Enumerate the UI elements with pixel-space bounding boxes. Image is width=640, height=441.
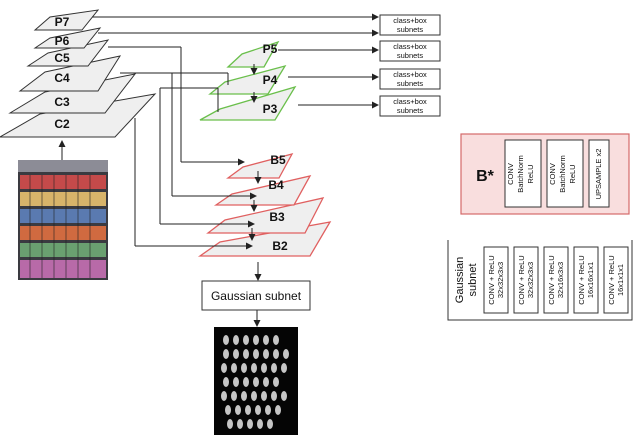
level-b2-label: B2: [272, 239, 288, 253]
level-c3: [8, 73, 137, 114]
svg-text:subnets: subnets: [397, 25, 424, 34]
bstar-layer-3: [588, 139, 610, 208]
level-p6-label: P6: [55, 34, 70, 48]
svg-text:UPSAMPLE x2: UPSAMPLE x2: [594, 149, 603, 200]
level-c2: [0, 93, 157, 138]
gaussian-table-title-1: Gaussian: [454, 257, 466, 303]
level-p5-label: P5: [263, 42, 278, 56]
level-b5: [226, 152, 294, 179]
level-c2-label: C2: [54, 117, 70, 131]
gaussian-layer-1: [483, 246, 509, 314]
decoder-pyramid: B2 B3 B4 B5: [197, 152, 332, 257]
head-box-p7: [379, 14, 441, 36]
svg-text:16x16x1x1: 16x16x1x1: [586, 262, 595, 298]
gaussian-layer-2: [513, 246, 539, 314]
level-c5: [26, 39, 110, 67]
svg-text:CONV: CONV: [506, 163, 515, 185]
svg-text:CONV + ReLU: CONV + ReLU: [547, 255, 556, 304]
svg-text:16x1x1x1: 16x1x1x1: [616, 264, 625, 296]
head-box-p4: [379, 68, 441, 90]
svg-text:class+box: class+box: [393, 70, 427, 79]
svg-text:subnets: subnets: [397, 51, 424, 60]
svg-text:CONV: CONV: [548, 163, 557, 185]
svg-text:subnets: subnets: [397, 106, 424, 115]
svg-text:subnets: subnets: [397, 79, 424, 88]
head-box-p5: [379, 40, 441, 62]
bstar-layer-1: [504, 139, 542, 208]
level-b4: [213, 175, 312, 206]
svg-text:ReLU: ReLU: [526, 164, 535, 183]
svg-text:CONV + ReLU: CONV + ReLU: [517, 255, 526, 304]
svg-text:BatchNorm: BatchNorm: [516, 155, 525, 193]
level-c4: [18, 55, 122, 92]
level-p7-label: P7: [55, 15, 70, 29]
head-box-p3: [379, 95, 441, 117]
gaussian-layer-5: [603, 246, 629, 314]
head-boxes: class+box subnets class+box subnets clas…: [379, 14, 441, 117]
level-p3-label: P3: [263, 102, 278, 116]
gaussian-subnet-box: [201, 280, 311, 311]
bstar-block: B* CONV BatchNorm ReLU CONV BatchNorm Re…: [460, 133, 630, 215]
svg-text:ReLU: ReLU: [568, 164, 577, 183]
gaussian-table: Gaussian subnet CONV + ReLU 32x32x3x3 CO…: [447, 240, 633, 321]
level-p4-label: P4: [263, 73, 278, 87]
svg-text:32x32x3x3: 32x32x3x3: [496, 262, 505, 298]
svg-text:CONV + ReLU: CONV + ReLU: [607, 255, 616, 304]
svg-text:32x16x3x3: 32x16x3x3: [556, 262, 565, 298]
svg-text:CONV + ReLU: CONV + ReLU: [487, 255, 496, 304]
svg-text:32x32x3x3: 32x32x3x3: [526, 262, 535, 298]
bstar-layer-2: [546, 139, 584, 208]
gaussian-table-title-2: subnet: [467, 263, 479, 296]
level-p3: [199, 85, 297, 121]
level-b4-label: B4: [268, 178, 284, 192]
svg-text:class+box: class+box: [393, 42, 427, 51]
bstar-title: B*: [476, 168, 495, 185]
gaussian-heatmap: [214, 327, 298, 435]
shelf-photo: [18, 160, 108, 280]
level-p5: [226, 40, 280, 68]
level-p6: [33, 27, 102, 49]
level-b3-label: B3: [269, 210, 285, 224]
fpn-pyramid: P3 P4 P5: [199, 40, 297, 121]
svg-text:class+box: class+box: [393, 16, 427, 25]
level-c4-label: C4: [54, 71, 70, 85]
level-b5-label: B5: [270, 153, 286, 167]
svg-text:BatchNorm: BatchNorm: [558, 155, 567, 193]
level-c5-label: C5: [54, 51, 70, 65]
level-p7: [33, 9, 100, 31]
gaussian-layer-3: [543, 246, 569, 314]
gaussian-subnet-label: Gaussian subnet: [211, 289, 302, 303]
gaussian-layer-4: [573, 246, 599, 314]
svg-text:CONV + ReLU: CONV + ReLU: [577, 255, 586, 304]
svg-text:class+box: class+box: [393, 97, 427, 106]
level-p4: [208, 64, 287, 95]
connectors: [58, 13, 379, 327]
backbone-pyramid: C2 C3 C4 C5 P6 P7: [0, 9, 157, 138]
level-c3-label: C3: [54, 95, 70, 109]
